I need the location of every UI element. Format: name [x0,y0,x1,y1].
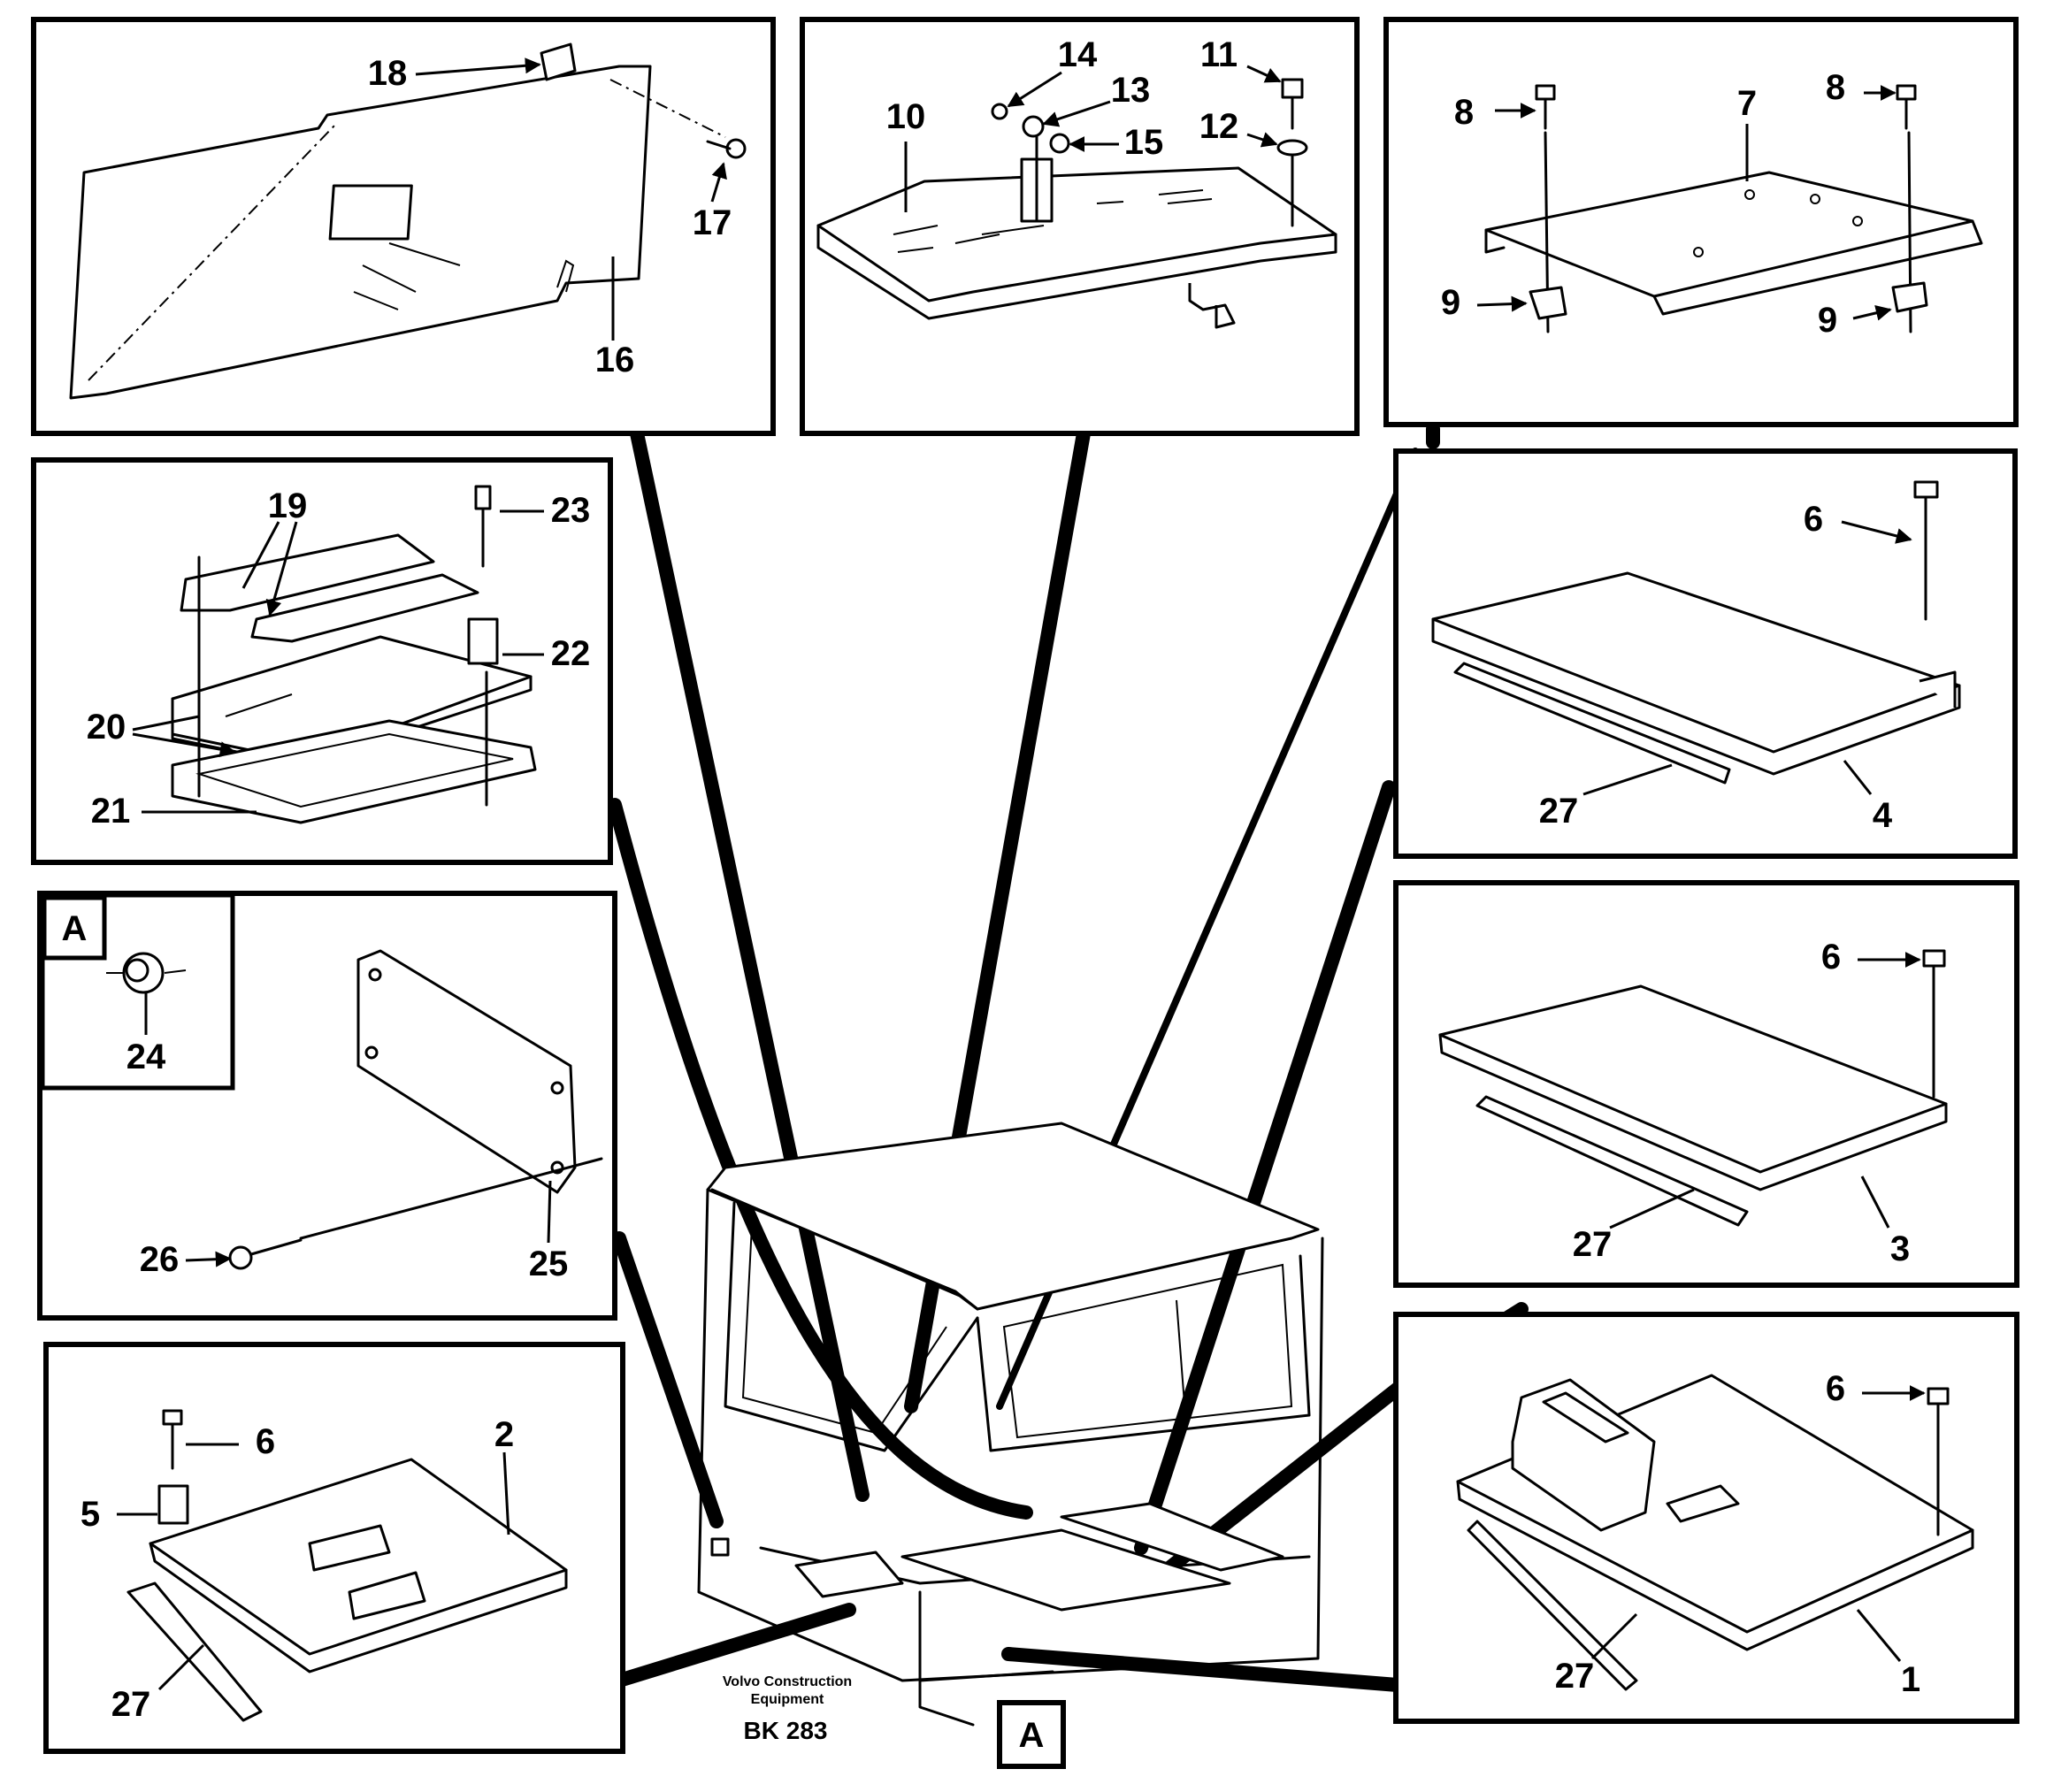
panel-side-cover [31,17,776,436]
part-number-6-right-lower: 6 [1821,938,1841,976]
part-number-23: 23 [551,491,591,530]
part-number-2: 2 [494,1415,514,1454]
part-number-20: 20 [87,708,126,747]
part-number-27-right-lower: 27 [1573,1225,1613,1264]
part-number-13: 13 [1111,71,1151,110]
part-number-8-right: 8 [1826,68,1845,107]
part-number-11: 11 [1200,35,1238,74]
part-number-5: 5 [80,1495,100,1534]
part-number-21: 21 [91,792,131,831]
part-number-6-bottom-right: 6 [1826,1369,1845,1408]
part-number-4: 4 [1873,796,1893,835]
detail-a-label: A [62,909,88,948]
panel-floor-cover [1383,17,2019,427]
part-number-16: 16 [595,341,635,379]
detail-a-marker-label: A [1019,1716,1045,1755]
part-number-12: 12 [1199,107,1239,146]
part-number-19: 19 [268,486,308,525]
cab-overview [697,1122,1324,1727]
panel-seal-assembly [31,457,613,865]
part-number-3: 3 [1890,1229,1910,1268]
part-number-6-right-mid: 6 [1804,500,1823,539]
part-number-18: 18 [368,54,408,93]
part-number-17: 17 [693,203,732,242]
part-number-26: 26 [140,1240,180,1279]
maker-line-2: Equipment [751,1692,824,1707]
part-number-14: 14 [1058,35,1098,74]
maker-line-1: Volvo Construction [723,1674,852,1689]
part-number-22: 22 [551,634,591,673]
part-number-15: 15 [1124,123,1164,162]
panel-floor-plate-2 [43,1342,625,1754]
part-number-6-bottom-left: 6 [256,1422,275,1461]
callout-lines [608,422,1529,1692]
panel-floor-plate-3 [1393,880,2019,1288]
part-number-7: 7 [1737,84,1757,123]
part-number-24: 24 [126,1038,166,1076]
part-number-1: 1 [1901,1660,1920,1699]
part-number-10: 10 [886,97,926,136]
part-number-27-bottom-right: 27 [1555,1657,1595,1696]
part-number-27-bottom-left: 27 [111,1685,151,1724]
panel-detail-a: A [37,891,617,1321]
part-number-25: 25 [529,1244,569,1283]
detail-a-marker: A [997,1700,1066,1769]
part-number-9-left: 9 [1441,283,1460,322]
drawing-code: BK 283 [744,1717,828,1744]
panel-floor-plate-1 [1393,1312,2019,1724]
panel-floor-plate-4 [1393,448,2018,859]
panel-mounting-plate [800,17,1360,436]
part-number-8-left: 8 [1454,93,1474,132]
part-number-9-right: 9 [1818,301,1837,340]
part-number-27-right-mid: 27 [1539,792,1579,831]
